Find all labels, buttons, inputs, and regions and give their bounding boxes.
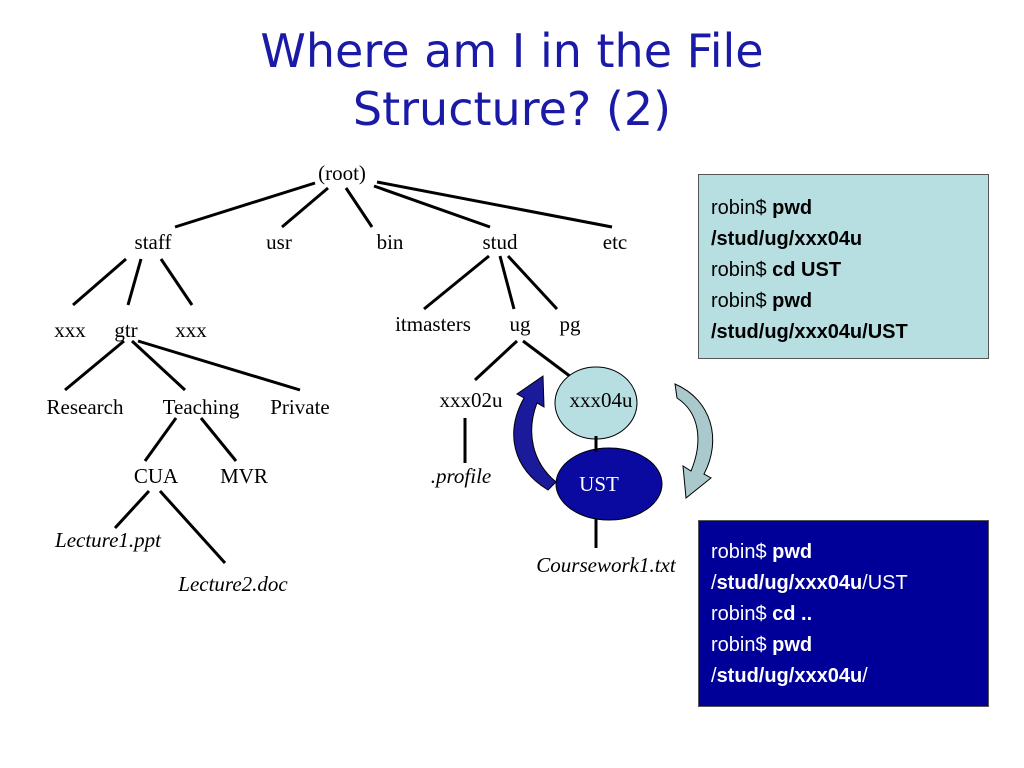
- curved-arrow-up-icon: [513, 375, 557, 491]
- edge-gtr-research: [64, 339, 125, 392]
- edge-gtr-private: [137, 339, 301, 392]
- edge-stud-itmasters: [423, 254, 490, 311]
- node-mvr: MVR: [220, 464, 268, 488]
- edge-root-usr: [281, 186, 329, 229]
- prompt: robin$: [711, 259, 773, 281]
- node-private: Private: [270, 395, 329, 419]
- node-root: (root): [318, 161, 366, 185]
- edge-stud-pg: [506, 254, 559, 311]
- edge-stud-ug: [498, 255, 516, 310]
- edge-teaching-cua: [143, 417, 178, 462]
- command: cd ..: [772, 603, 813, 625]
- command: pwd: [772, 290, 813, 312]
- terminal2-line-2: /stud/ug/xxx04u/UST: [711, 568, 988, 599]
- output-tail: /: [862, 665, 868, 687]
- node-ug: ug: [510, 312, 532, 336]
- node-etc: etc: [603, 230, 627, 254]
- node-pg: pg: [560, 312, 582, 336]
- node-xxx02u: xxx02u: [440, 388, 504, 412]
- edge-staff-gtr: [126, 258, 143, 306]
- node-cua: CUA: [134, 464, 179, 488]
- terminal2-line-4: robin$ pwd: [711, 630, 988, 661]
- command: pwd: [772, 634, 813, 656]
- command: cd UST: [772, 259, 842, 281]
- terminal-box-1: robin$ pwd /stud/ug/xxx04u robin$ cd UST…: [698, 174, 989, 359]
- terminal1-line-1: robin$ pwd: [711, 193, 988, 224]
- output-path: stud/ug/xxx04u: [716, 665, 863, 687]
- node-xxx04u: xxx04u: [570, 388, 634, 412]
- title-line-1: Where am I in the File: [260, 24, 764, 78]
- edge-root-etc: [376, 180, 613, 229]
- node-profile: .profile: [431, 464, 491, 488]
- node-lecture1: Lecture1.ppt: [54, 528, 162, 552]
- ust-highlight: [555, 447, 663, 521]
- slide-title: Where am I in the File Structure? (2): [0, 22, 1024, 138]
- edge-cua-lecture1: [113, 489, 151, 530]
- prompt: robin$: [711, 197, 773, 219]
- edge-cua-lecture2: [158, 489, 227, 565]
- node-staff: staff: [135, 230, 172, 254]
- command: pwd: [772, 541, 813, 563]
- edge-staff-xxx2: [159, 258, 194, 306]
- node-ust: UST: [579, 472, 619, 496]
- edge-teaching-mvr: [199, 417, 238, 462]
- terminal1-line-4: robin$ pwd: [711, 286, 988, 317]
- node-stud: stud: [482, 230, 518, 254]
- edge-ug-xxx02u: [473, 339, 519, 382]
- prompt: robin$: [711, 603, 773, 625]
- node-xxx-left: xxx: [54, 318, 86, 342]
- node-lecture2: Lecture2.doc: [177, 572, 288, 596]
- edge-root-staff: [174, 181, 316, 229]
- node-xxx-right: xxx: [175, 318, 207, 342]
- edge-root-bin: [344, 187, 374, 228]
- tree-edges: [64, 180, 613, 565]
- node-research: Research: [47, 395, 124, 419]
- node-teaching: Teaching: [163, 395, 240, 419]
- output-path: stud/ug/xxx04u: [716, 572, 863, 594]
- curved-arrow-down-icon: [674, 383, 714, 499]
- terminal-box-2: robin$ pwd /stud/ug/xxx04u/UST robin$ cd…: [698, 520, 989, 707]
- output-slash: /: [711, 665, 717, 687]
- terminal2-line-5: /stud/ug/xxx04u/: [711, 661, 988, 692]
- output-slash: /: [711, 572, 717, 594]
- node-itmasters: itmasters: [395, 312, 471, 336]
- edge-ug-xxx04u: [522, 339, 576, 382]
- prompt: robin$: [711, 290, 773, 312]
- output-tail: /UST: [862, 572, 908, 594]
- node-usr: usr: [266, 230, 292, 254]
- terminal1-line-5: /stud/ug/xxx04u/UST: [711, 321, 908, 343]
- terminal2-line-1: robin$ pwd: [711, 537, 988, 568]
- terminal2-line-3: robin$ cd ..: [711, 599, 988, 630]
- prompt: robin$: [711, 541, 773, 563]
- edge-staff-xxx: [72, 257, 127, 307]
- edge-gtr-teaching: [130, 339, 187, 392]
- terminal1-line-3: robin$ cd UST: [711, 255, 988, 286]
- terminal1-line-2: /stud/ug/xxx04u: [711, 228, 863, 250]
- title-line-2: Structure? (2): [352, 82, 672, 136]
- prompt: robin$: [711, 634, 773, 656]
- node-coursework1: Coursework1.txt: [536, 553, 677, 577]
- node-bin: bin: [377, 230, 404, 254]
- node-gtr: gtr: [114, 318, 137, 342]
- edge-root-stud: [373, 184, 491, 229]
- command: pwd: [772, 197, 813, 219]
